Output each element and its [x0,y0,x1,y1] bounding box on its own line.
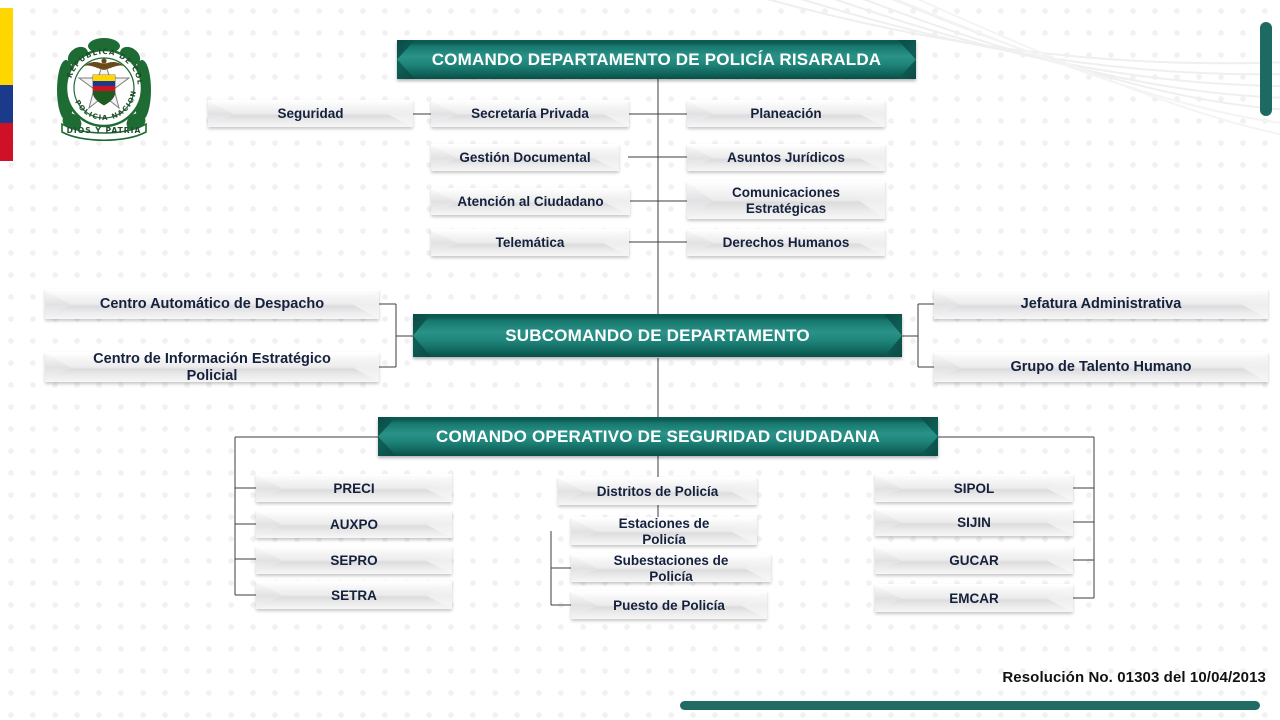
chevron-left-icon [431,230,457,256]
node-label: Distritos de Policía [596,483,719,499]
chevron-left-icon [256,547,282,574]
chevron-right-icon [387,101,413,127]
chevron-left-icon [875,475,901,502]
node-label: Secretaría Privada [471,106,589,122]
node-comando-departamento[interactable]: COMANDO DEPARTAMENTO DE POLICÍA RISARALD… [397,40,916,79]
node-label: SEPRO [330,552,378,568]
chevron-right-icon [426,582,452,609]
bottom-accent-bar [680,701,1260,710]
node-atencion-al-ciudadano[interactable]: Atención al Ciudadano [431,188,630,215]
node-subcomando-de-departamento[interactable]: SUBCOMANDO DE DEPARTAMENTO [413,314,902,357]
node-emcar[interactable]: EMCAR [875,584,1073,612]
chevron-right-icon [426,547,452,574]
node-label: COMANDO OPERATIVO DE SEGURIDAD CIUDADANA [435,426,881,446]
chevron-right-icon [859,101,885,127]
chevron-right-icon [1047,585,1073,612]
node-centro-automatico-de-despacho[interactable]: Centro Automático de Despacho [45,289,379,319]
node-centro-de-informacion-estrategico-policial[interactable]: Centro de Información Estratégico Polici… [45,351,379,384]
node-grupo-de-talento-humano[interactable]: Grupo de Talento Humano [934,352,1268,382]
node-sepro[interactable]: SEPRO [256,546,452,574]
node-label: Subestaciones de Policía [613,553,729,584]
resolution-footer-note: Resolución No. 01303 del 10/04/2013 [1002,669,1266,686]
chevron-left-icon [934,353,960,382]
node-label: Planeación [750,106,822,122]
node-distritos-de-policia[interactable]: Distritos de Policía [558,477,757,505]
node-secretaria-privada[interactable]: Secretaría Privada [431,100,629,127]
node-label: Seguridad [277,106,344,122]
node-label: Estaciones de Policía [618,516,710,547]
node-telematica[interactable]: Telemática [431,229,629,256]
chevron-right-icon [1047,509,1073,536]
chevron-left-icon [256,475,282,502]
node-comando-operativo-de-seguridad-ciudadana[interactable]: COMANDO OPERATIVO DE SEGURIDAD CIUDADANA [378,417,938,456]
node-label: Atención al Ciudadano [457,194,604,210]
chevron-right-icon [353,290,379,319]
node-gestion-documental[interactable]: Gestión Documental [431,144,619,171]
node-label: Puesto de Policía [613,597,725,613]
chevron-left-icon [208,101,234,127]
chevron-left-icon [256,582,282,609]
chevron-right-icon [1242,290,1268,319]
policia-nacional-emblem-icon: REPUBLICA DE COLOMBIA POLICIA NACIONAL D… [48,30,151,142]
chevron-left-icon [875,585,901,612]
node-label: Gestión Documental [459,150,591,166]
node-label: GUCAR [949,552,999,568]
node-label: SIJIN [957,514,991,530]
flag-yellow-band [0,8,13,85]
node-label: COMANDO DEPARTAMENTO DE POLICÍA RISARALD… [431,49,882,69]
chevron-left-icon [875,509,901,536]
node-preci[interactable]: PRECI [256,474,452,502]
chevron-right-icon [1047,547,1073,574]
colombia-flag-stripe [0,8,13,161]
chevron-right-icon [426,511,452,538]
node-seguridad[interactable]: Seguridad [208,100,413,127]
node-label: SETRA [331,587,377,603]
node-label: Telemática [495,235,565,251]
node-label: Jefatura Administrativa [1020,296,1182,313]
node-sipol[interactable]: SIPOL [875,474,1073,502]
node-label: PRECI [333,480,375,496]
node-planeacion[interactable]: Planeación [687,100,885,127]
node-subestaciones-de-policia[interactable]: Subestaciones de Policía [571,553,771,584]
node-puesto-de-policia[interactable]: Puesto de Policía [571,591,767,619]
chevron-right-icon [603,230,629,256]
chevron-right-icon [1047,475,1073,502]
svg-text:DIOS Y PATRIA: DIOS Y PATRIA [67,126,142,135]
node-setra[interactable]: SETRA [256,581,452,609]
node-label: SUBCOMANDO DE DEPARTAMENTO [505,325,810,345]
chevron-left-icon [875,547,901,574]
node-label: Asuntos Jurídicos [727,150,845,166]
node-auxpo[interactable]: AUXPO [256,510,452,538]
node-label: AUXPO [329,516,378,532]
flag-red-band [0,122,13,161]
chevron-left-icon [256,511,282,538]
flag-blue-band [0,84,13,123]
node-label: Centro de Información Estratégico Polici… [93,351,331,384]
node-estaciones-de-policia[interactable]: Estaciones de Policía [571,516,757,547]
node-label: Centro Automático de Despacho [99,296,325,313]
node-comunicaciones-estrategicas[interactable]: Comunicaciones Estratégicas [687,181,885,219]
node-jefatura-administrativa[interactable]: Jefatura Administrativa [934,289,1268,319]
chevron-left-icon [687,101,713,127]
node-sijin[interactable]: SIJIN [875,508,1073,536]
node-label: EMCAR [949,590,999,606]
node-label: Comunicaciones Estratégicas [731,185,841,216]
right-edge-accent-bar [1260,22,1272,116]
node-label: SIPOL [953,480,995,496]
node-asuntos-juridicos[interactable]: Asuntos Jurídicos [687,144,885,171]
node-derechos-humanos[interactable]: Derechos Humanos [687,229,885,256]
chevron-left-icon [45,290,71,319]
chevron-right-icon [1242,353,1268,382]
node-gucar[interactable]: GUCAR [875,546,1073,574]
chevron-left-icon [934,290,960,319]
node-label: Derechos Humanos [722,235,850,251]
chevron-right-icon [426,475,452,502]
node-label: Grupo de Talento Humano [1010,359,1192,376]
